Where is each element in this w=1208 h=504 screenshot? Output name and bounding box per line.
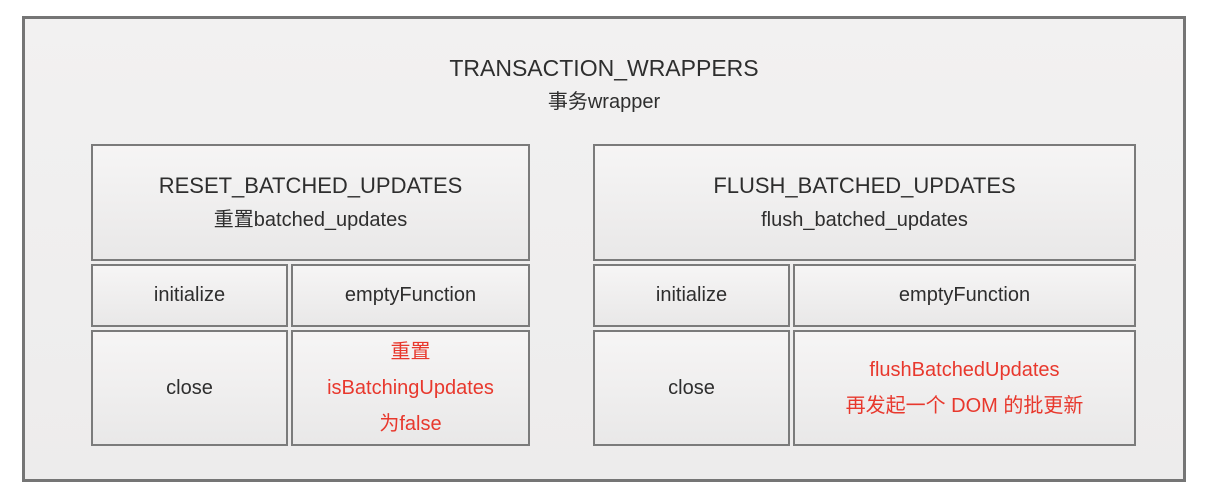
box-title: FLUSH_BATCHED_UPDATES <box>713 172 1016 198</box>
cell-key-close: close <box>91 330 288 446</box>
box-title: RESET_BATCHED_UPDATES <box>158 172 463 198</box>
box-subtitle: flush_batched_updates <box>761 208 968 231</box>
cell-value-initialize: emptyFunction <box>793 264 1136 327</box>
wrapper-box-reset-batched-updates: RESET_BATCHED_UPDATES 重置batched_updates … <box>91 144 530 446</box>
diagram-title-block: TRANSACTION_WRAPPERS 事务wrapper <box>25 51 1183 119</box>
cell-key-close: close <box>593 330 790 446</box>
wrapper-box-flush-batched-updates: FLUSH_BATCHED_UPDATES flush_batched_upda… <box>593 144 1136 446</box>
value-line: flushBatchedUpdates <box>869 359 1060 381</box>
cell-value-close: flushBatchedUpdates 再发起一个 DOM 的批更新 <box>793 330 1136 446</box>
diagram-subtitle: 事务wrapper <box>547 91 661 113</box>
value-line: 重置 <box>390 341 431 363</box>
diagram-frame: TRANSACTION_WRAPPERS 事务wrapper RESET_BAT… <box>22 16 1186 482</box>
cell-value-close: 重置 isBatchingUpdates 为false <box>291 330 530 446</box>
value-line: 为false <box>379 413 442 435</box>
cell-key-initialize: initialize <box>593 264 790 327</box>
box-header: RESET_BATCHED_UPDATES 重置batched_updates <box>91 144 530 261</box>
box-header: FLUSH_BATCHED_UPDATES flush_batched_upda… <box>593 144 1136 261</box>
cell-value-initialize: emptyFunction <box>291 264 530 327</box>
cell-key-initialize: initialize <box>91 264 288 327</box>
value-line: isBatchingUpdates <box>327 377 494 399</box>
box-subtitle: 重置batched_updates <box>213 208 408 231</box>
value-line: 再发起一个 DOM 的批更新 <box>845 395 1084 417</box>
diagram-title: TRANSACTION_WRAPPERS <box>449 55 759 81</box>
